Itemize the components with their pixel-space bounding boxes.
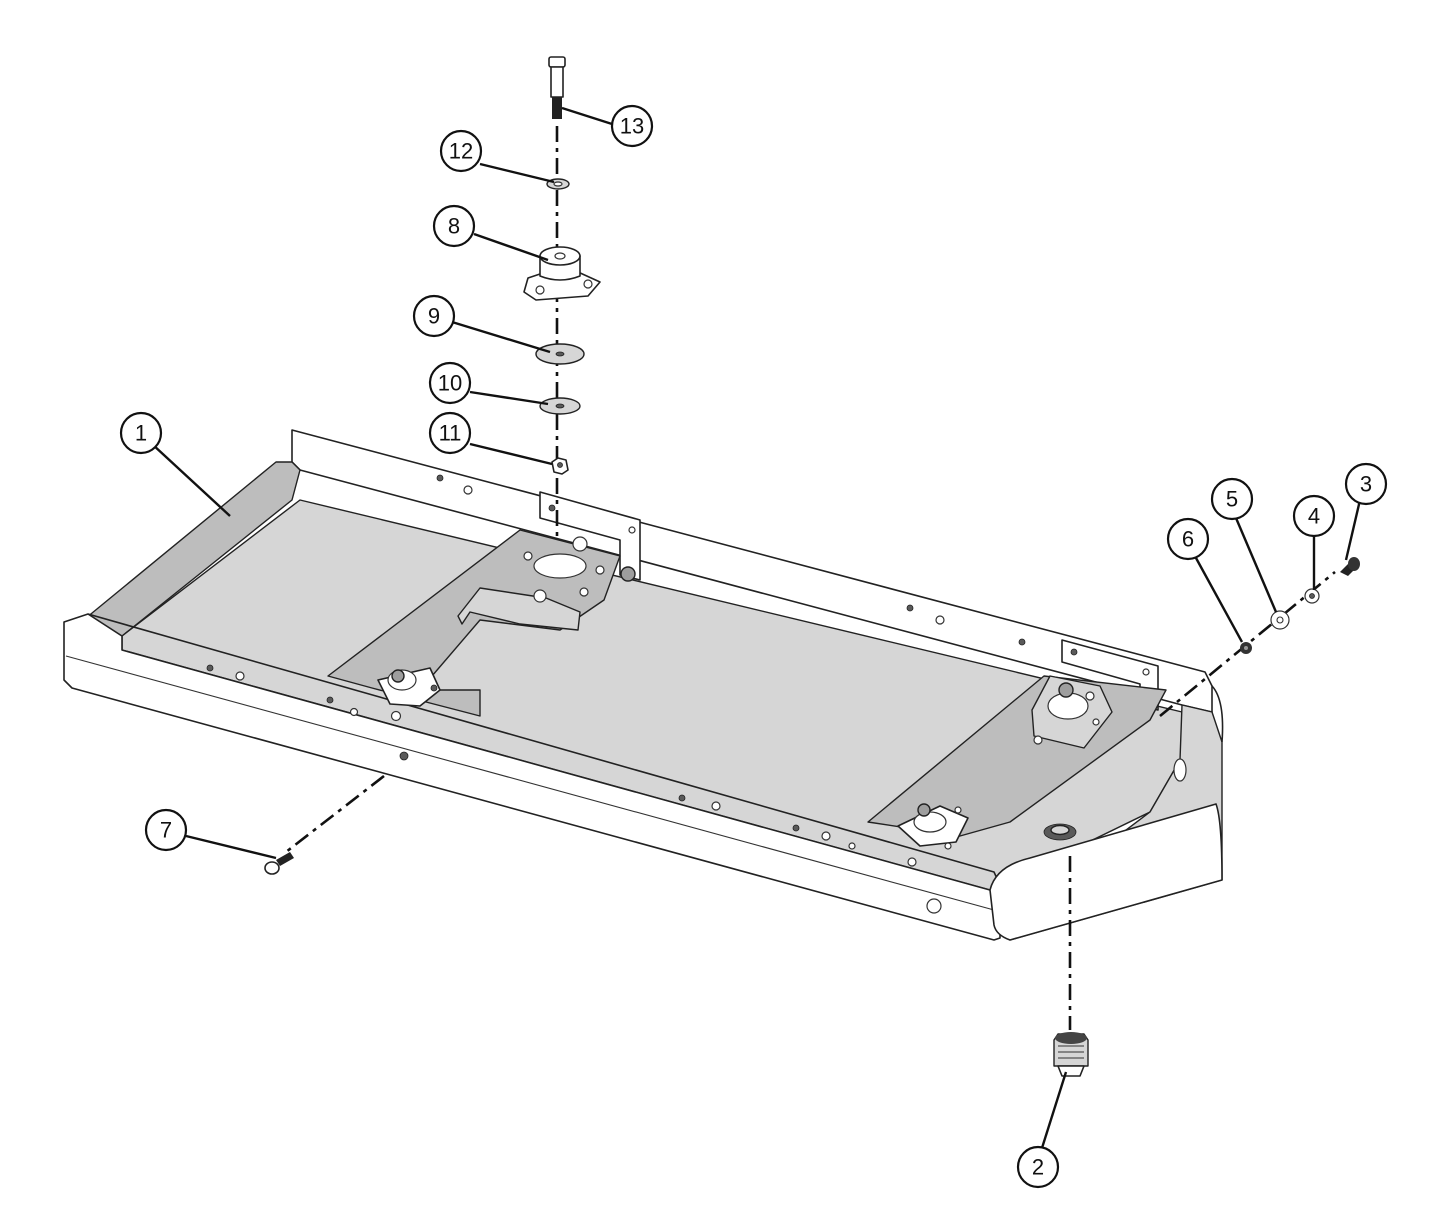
- callout-10: 10: [428, 361, 472, 405]
- svg-text:5: 5: [1226, 487, 1238, 512]
- tray-right-corner: [989, 803, 1223, 941]
- screw-part: [1340, 557, 1360, 576]
- leader-lines: [151, 106, 1362, 1149]
- callout-2: 2: [1016, 1145, 1060, 1189]
- svg-text:7: 7: [160, 818, 172, 843]
- side-washer-part: [1270, 610, 1290, 630]
- svg-text:12: 12: [449, 139, 473, 164]
- svg-text:3: 3: [1360, 472, 1372, 497]
- nut-part: [551, 457, 569, 475]
- large-washer-part: [535, 343, 585, 365]
- svg-text:1: 1: [135, 421, 147, 446]
- left-mount-bracket: [327, 491, 641, 717]
- svg-text:9: 9: [428, 304, 440, 329]
- callout-5: 5: [1210, 477, 1254, 521]
- callout-7: 7: [144, 808, 188, 852]
- side-nut-part: [1240, 642, 1252, 654]
- callout-4: 4: [1292, 494, 1336, 538]
- svg-text:8: 8: [448, 214, 460, 239]
- side-bolt-part: [264, 852, 294, 875]
- bolt-part: [548, 56, 566, 119]
- drain-fitting-part: [1053, 1032, 1089, 1077]
- svg-text:6: 6: [1182, 527, 1194, 552]
- callout-6: 6: [1166, 517, 1210, 561]
- callout-9: 9: [412, 294, 456, 338]
- washer-part: [539, 397, 581, 415]
- callout-1: 1: [119, 411, 163, 455]
- svg-text:13: 13: [620, 114, 644, 139]
- callout-12: 12: [439, 129, 483, 173]
- right-mount-bracket: [867, 639, 1167, 850]
- svg-text:10: 10: [438, 371, 462, 396]
- svg-text:2: 2: [1032, 1155, 1044, 1180]
- svg-text:11: 11: [439, 421, 462, 446]
- svg-text:4: 4: [1308, 504, 1320, 529]
- lock-washer-part: [1304, 588, 1320, 604]
- callout-13: 13: [610, 104, 654, 148]
- callout-8: 8: [432, 204, 476, 248]
- callout-11: 11: [428, 411, 472, 455]
- callout-3: 3: [1344, 462, 1388, 506]
- isolator-mount-part: [523, 246, 601, 301]
